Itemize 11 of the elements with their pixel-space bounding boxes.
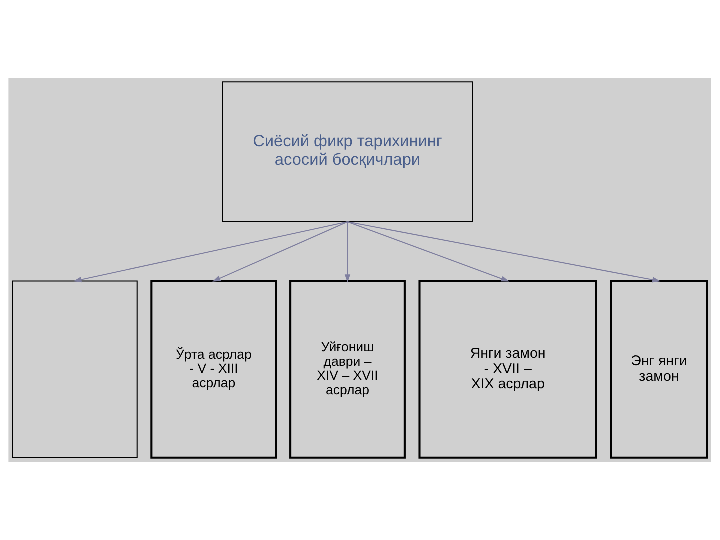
arrow	[348, 222, 510, 282]
node-box: Сиёсий фикр тарихининг асосий босқичлари	[222, 82, 474, 222]
node-box: Уйғониш даври – XIV – XVII асрлар	[290, 280, 406, 459]
node-box	[12, 280, 138, 458]
arrow	[212, 222, 348, 282]
node-box: Янги замон - XVII – XIX асрлар	[418, 280, 598, 459]
arrow	[74, 222, 348, 283]
node-box: Энг янги замон	[610, 280, 708, 459]
arrow	[344, 222, 351, 283]
node-box: Ўрта асрлар - V - XIII асрлар	[150, 280, 278, 459]
arrow	[348, 222, 661, 283]
